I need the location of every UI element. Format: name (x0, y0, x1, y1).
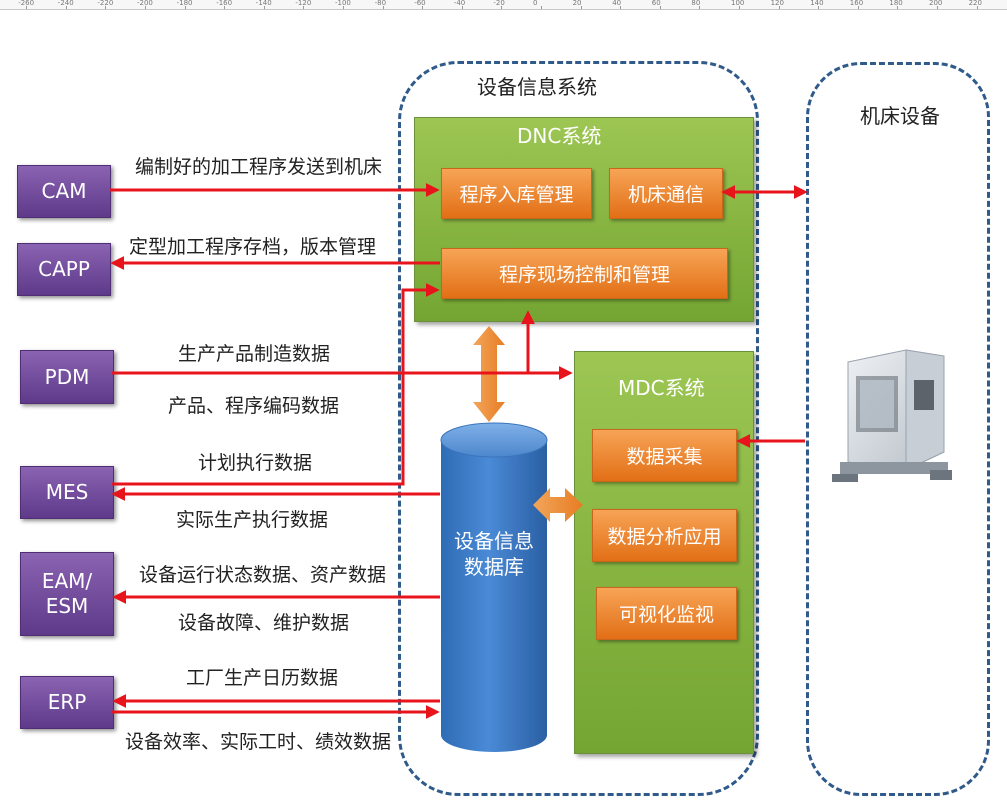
dnc-system-title: DNC系统 (517, 124, 602, 148)
machine-tools-group (806, 62, 990, 796)
pdm-box[interactable]: PDM (20, 350, 114, 404)
data-collection-box[interactable]: 数据采集 (592, 429, 737, 482)
ruler-tick-mark (739, 6, 740, 9)
ruler-tick-label: -20 (493, 0, 505, 7)
program-storage-box[interactable]: 程序入库管理 (441, 168, 592, 219)
ruler-tick-label: -200 (137, 0, 153, 7)
ruler-tick-label: -240 (57, 0, 74, 7)
ruler-tick-label: -40 (453, 0, 466, 7)
ruler-tick-mark (65, 6, 67, 9)
ruler-tick-mark (263, 6, 265, 9)
database-label: 设备信息 数据库 (454, 529, 534, 579)
onsite-control-box[interactable]: 程序现场控制和管理 (441, 248, 728, 299)
ruler-tick-mark (501, 6, 503, 9)
ruler-tick-label: -220 (97, 0, 114, 7)
ruler-tick-mark (857, 6, 859, 9)
ruler-tick-mark (818, 6, 820, 9)
ruler-tick-mark (382, 6, 384, 9)
flow-label-mes-plan: 计划执行数据 (198, 452, 313, 474)
ruler-tick-label: -80 (374, 0, 387, 7)
ruler-tick-mark (580, 6, 582, 9)
ruler-tick-mark (224, 6, 226, 9)
ruler-tick-label: 120 (770, 0, 784, 7)
flow-label-capp-archive: 定型加工程序存档，版本管理 (129, 236, 377, 258)
flow-label-mes-actual: 实际生产执行数据 (176, 509, 329, 531)
ruler-tick-label: -120 (295, 0, 312, 7)
erp-box[interactable]: ERP (20, 676, 114, 729)
mdc-system-title: MDC系统 (618, 376, 705, 400)
ruler-tick-label: 80 (691, 0, 701, 7)
ruler-tick-mark (659, 6, 661, 9)
database-cylinder[interactable] (440, 422, 548, 752)
ruler-tick-mark (422, 6, 424, 9)
ruler-tick-mark (303, 6, 305, 9)
ruler-tick-label: -100 (335, 0, 351, 7)
visual-monitoring-box[interactable]: 可视化监视 (596, 587, 737, 640)
equipment-info-system-group (398, 61, 759, 796)
flow-label-cam-send: 编制好的加工程序发送到机床 (135, 156, 383, 178)
mes-box[interactable]: MES (20, 466, 114, 519)
flow-label-pdm-product-data: 生产产品制造数据 (178, 343, 331, 365)
ruler-tick-label: 220 (968, 0, 982, 7)
data-analysis-box[interactable]: 数据分析应用 (592, 509, 737, 562)
ruler-tick-mark (620, 6, 622, 9)
ruler-tick-label: 140 (810, 0, 824, 7)
ruler-tick-mark (184, 6, 186, 9)
ruler-tick-mark (105, 6, 107, 9)
ruler-tick-label: 160 (849, 0, 864, 7)
cam-box[interactable]: CAM (17, 165, 111, 218)
flow-label-erp-efficiency: 设备效率、实际工时、绩效数据 (125, 731, 392, 753)
ruler-tick-mark (897, 6, 899, 9)
capp-box[interactable]: CAPP (17, 243, 111, 296)
db-mdc-double-arrow (533, 488, 583, 522)
ruler-tick-label: 200 (929, 0, 943, 7)
ruler-tick-mark (976, 6, 978, 9)
equipment-info-system-label: 设备信息系统 (477, 75, 597, 99)
machine-tools-label: 机床设备 (860, 104, 940, 128)
ruler-tick-mark (778, 6, 780, 9)
ruler-tick-label: 180 (889, 0, 903, 7)
ruler-tick-mark (343, 6, 344, 9)
ruler-tick-label: -260 (18, 0, 35, 7)
machine-tool-image (832, 349, 952, 482)
flow-label-pdm-coding-data: 产品、程序编码数据 (168, 395, 340, 417)
ruler-tick-label: 60 (651, 0, 661, 7)
ruler-tick-mark (461, 6, 463, 9)
ruler-tick-label: 20 (572, 0, 582, 7)
ruler-tick-label: -180 (176, 0, 193, 7)
ruler-tick-mark (541, 6, 542, 9)
ruler-tick-mark (699, 6, 701, 9)
ruler-tick-label: -60 (414, 0, 426, 7)
ruler-tick-mark (26, 6, 28, 9)
ruler-tick-mark (937, 6, 938, 9)
ruler-tick-mark (145, 6, 146, 9)
flow-label-eam-status: 设备运行状态数据、资产数据 (139, 564, 387, 586)
ruler-tick-label: -140 (255, 0, 272, 7)
ruler-tick-label: -160 (216, 0, 233, 7)
ruler-tick-label: 0 (533, 0, 538, 7)
top-ruler: -280-260-240-220-200-180-160-140-120-100… (0, 0, 1007, 10)
ruler-tick-label: 100 (731, 0, 745, 7)
ruler-tick-label: 40 (612, 0, 622, 7)
eam-esm-box[interactable]: EAM/ ESM (20, 552, 114, 636)
flow-label-erp-calendar: 工厂生产日历数据 (186, 667, 339, 689)
flow-label-eam-fault: 设备故障、维护数据 (178, 612, 350, 634)
